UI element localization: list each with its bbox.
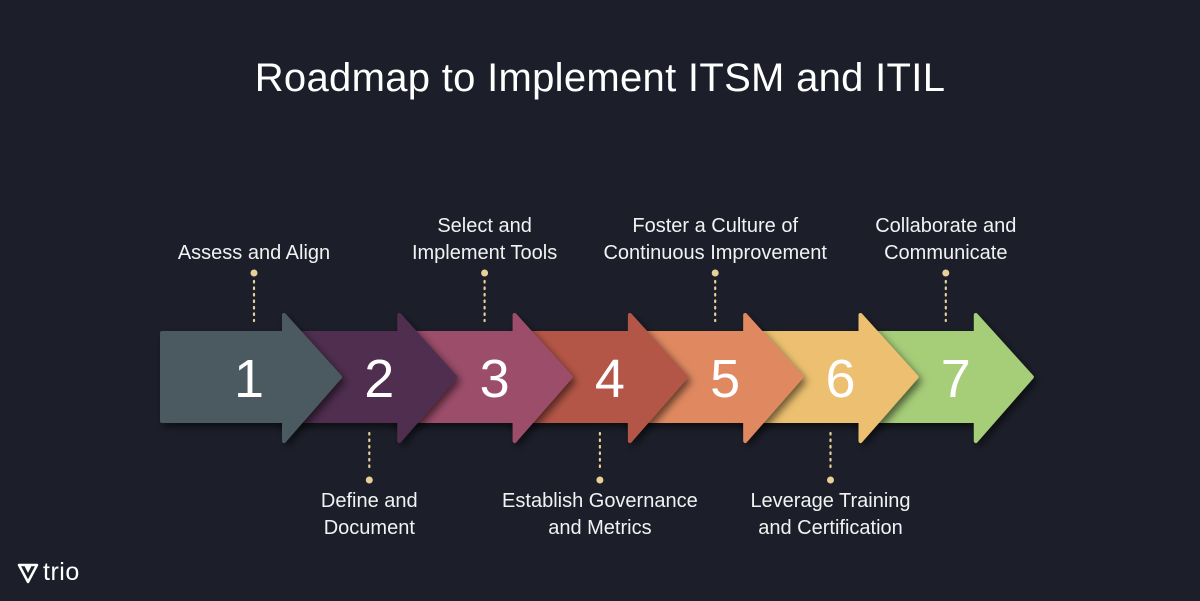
step-number-2: 2 <box>364 349 394 409</box>
step-label-7: Collaborate and Communicate <box>875 215 1017 264</box>
step-number-4: 4 <box>595 349 625 409</box>
step-number-6: 6 <box>825 349 855 409</box>
trio-brand: trio <box>17 558 80 587</box>
step-arrow-1 <box>160 313 342 443</box>
connector-dot-1 <box>250 269 258 277</box>
brand-name: trio <box>43 558 80 586</box>
step-number-5: 5 <box>710 349 740 409</box>
connector-dot-6 <box>827 476 834 484</box>
step-label-2: Define and Document <box>320 490 418 539</box>
connector-dot-2 <box>365 476 373 484</box>
step-label-1: Assess and Align <box>177 242 331 264</box>
step-number-3: 3 <box>480 349 510 409</box>
connector-dot-3 <box>481 269 489 277</box>
step-number-7: 7 <box>941 349 971 409</box>
trio-v-logo-icon <box>17 563 39 583</box>
diagram-title: Roadmap to Implement ITSM and ITIL <box>254 56 946 100</box>
step-label-3: Select and Implement Tools <box>411 215 558 264</box>
step-label-4: Establish Governance and Metrics <box>502 490 698 539</box>
step-number-1: 1 <box>234 349 264 409</box>
step-label-6: Leverage Training and Certification <box>750 490 911 539</box>
connector-dot-4 <box>596 476 604 484</box>
step-label-5: Foster a Culture of Continuous Improveme… <box>603 215 827 264</box>
connector-dot-7 <box>942 269 950 277</box>
connector-dot-5 <box>711 269 719 277</box>
